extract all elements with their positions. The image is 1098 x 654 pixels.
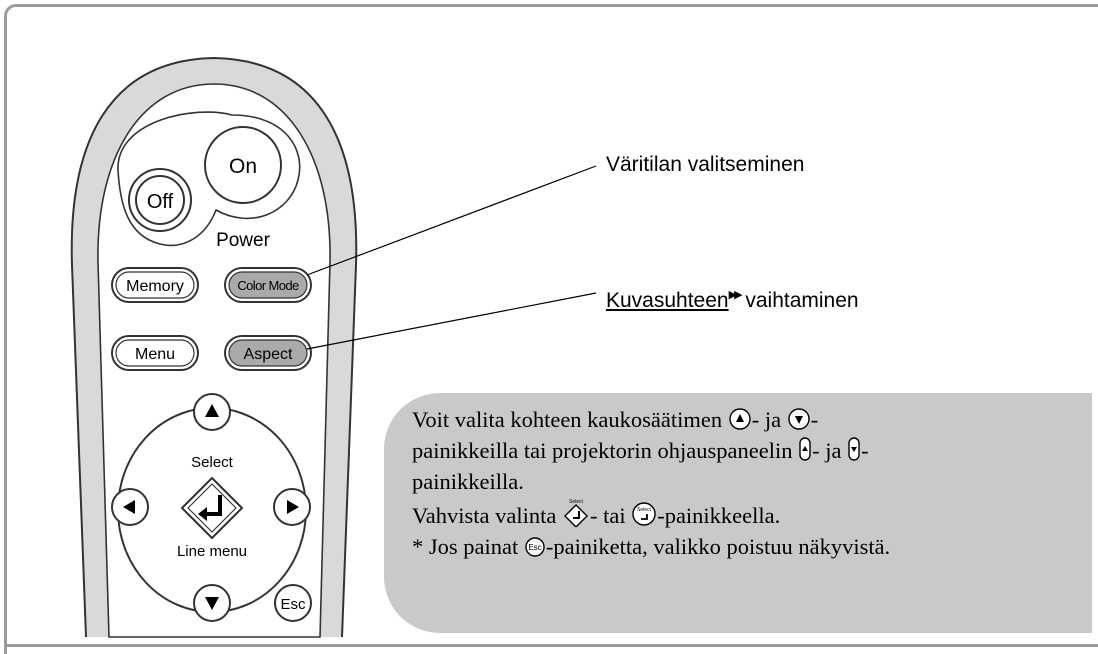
left-button[interactable] <box>111 488 149 526</box>
note-line-1-text-b: - ja <box>751 407 787 432</box>
note-line-3: painikkeilla. <box>412 469 524 494</box>
panel-down-button-icon <box>848 437 860 461</box>
up-button[interactable] <box>193 393 231 431</box>
enter-icon <box>204 495 222 516</box>
on-button-label: On <box>229 155 257 178</box>
power-label: Power <box>216 230 271 251</box>
aspect-callout: Kuvasuhteen▶▶ vaihtaminen <box>606 288 859 313</box>
memory-button[interactable]: Memory <box>111 267 199 303</box>
right-button[interactable] <box>273 488 311 526</box>
note-line-4: Vahvista valinta Select - tai Select -pain… <box>412 497 890 531</box>
down-button-icon <box>788 408 810 430</box>
panel-select-button-icon: Select <box>632 502 656 526</box>
note-line-2-text-b: - ja <box>812 438 848 463</box>
panel-up-button-icon <box>799 437 811 461</box>
color-mode-leader-line <box>306 165 597 276</box>
note-line-5-text-b: -painiketta, valikko poistuu näkyvistä. <box>545 534 891 559</box>
glossary-marker-icon: ▶▶ <box>728 289 743 301</box>
note-line-5-text-a: * Jos painat <box>412 534 524 559</box>
on-button[interactable]: On <box>204 126 282 204</box>
note-line-4-text-a: Vahvista valinta <box>412 503 562 528</box>
off-button-label: Off <box>147 191 174 213</box>
note-line-2-text-a: painikkeilla tai projektorin ohjauspanee… <box>412 438 799 463</box>
off-button[interactable]: Off <box>128 168 192 232</box>
menu-button[interactable]: Menu <box>111 335 199 371</box>
svg-text:Esc: Esc <box>528 543 541 552</box>
color-mode-button[interactable]: Color Mode <box>224 267 312 303</box>
note-line-5: * Jos painat Esc -painiketta, valikko poi… <box>412 531 890 562</box>
note-line-4-text-c: -painikkeella. <box>657 503 781 528</box>
esc-button-icon: Esc <box>525 537 545 557</box>
down-button[interactable] <box>193 584 231 622</box>
down-arrow-icon <box>205 597 219 610</box>
note-line-1-text-c: - <box>810 407 819 432</box>
frame-bottom-border <box>4 644 1098 647</box>
aspect-button[interactable]: Aspect <box>224 335 312 371</box>
note-line-1-text-a: Voit valita kohteen kaukosäätimen <box>412 407 728 432</box>
esc-button-label: Esc <box>280 596 306 613</box>
left-arrow-icon <box>123 500 135 514</box>
select-label: Select <box>191 454 234 471</box>
color-mode-button-label: Color Mode <box>237 278 299 293</box>
diagram-frame <box>4 4 1098 654</box>
esc-button[interactable]: Esc <box>274 584 312 622</box>
aspect-leader-line <box>306 292 597 350</box>
aspect-glossary-link[interactable]: Kuvasuhteen <box>606 289 729 312</box>
svg-text:Select: Select <box>569 499 584 505</box>
line-menu-label: Line menu <box>177 543 247 560</box>
note-line-1: Voit valita kohteen kaukosäätimen - ja - <box>412 404 890 435</box>
note-line-2-text-c: - <box>861 438 869 463</box>
right-arrow-icon <box>287 500 299 514</box>
note-text: Voit valita kohteen kaukosäätimen - ja -… <box>412 404 890 562</box>
up-arrow-icon <box>205 404 219 417</box>
up-button-icon <box>729 408 751 430</box>
aspect-callout-rest: vaihtaminen <box>739 289 859 312</box>
color-mode-callout: Väritilan valitseminen <box>606 153 805 176</box>
note-line-2: painikkeilla tai projektorin ohjauspanee… <box>412 435 890 466</box>
menu-button-label: Menu <box>135 346 175 363</box>
aspect-button-label: Aspect <box>244 346 293 363</box>
note-line-4-text-b: - tai <box>589 503 632 528</box>
note-box <box>384 393 1092 633</box>
memory-button-label: Memory <box>126 278 184 295</box>
select-enter-button[interactable] <box>181 477 243 539</box>
remote-select-button-icon: Select <box>563 499 588 527</box>
svg-text:Select: Select <box>637 507 652 513</box>
